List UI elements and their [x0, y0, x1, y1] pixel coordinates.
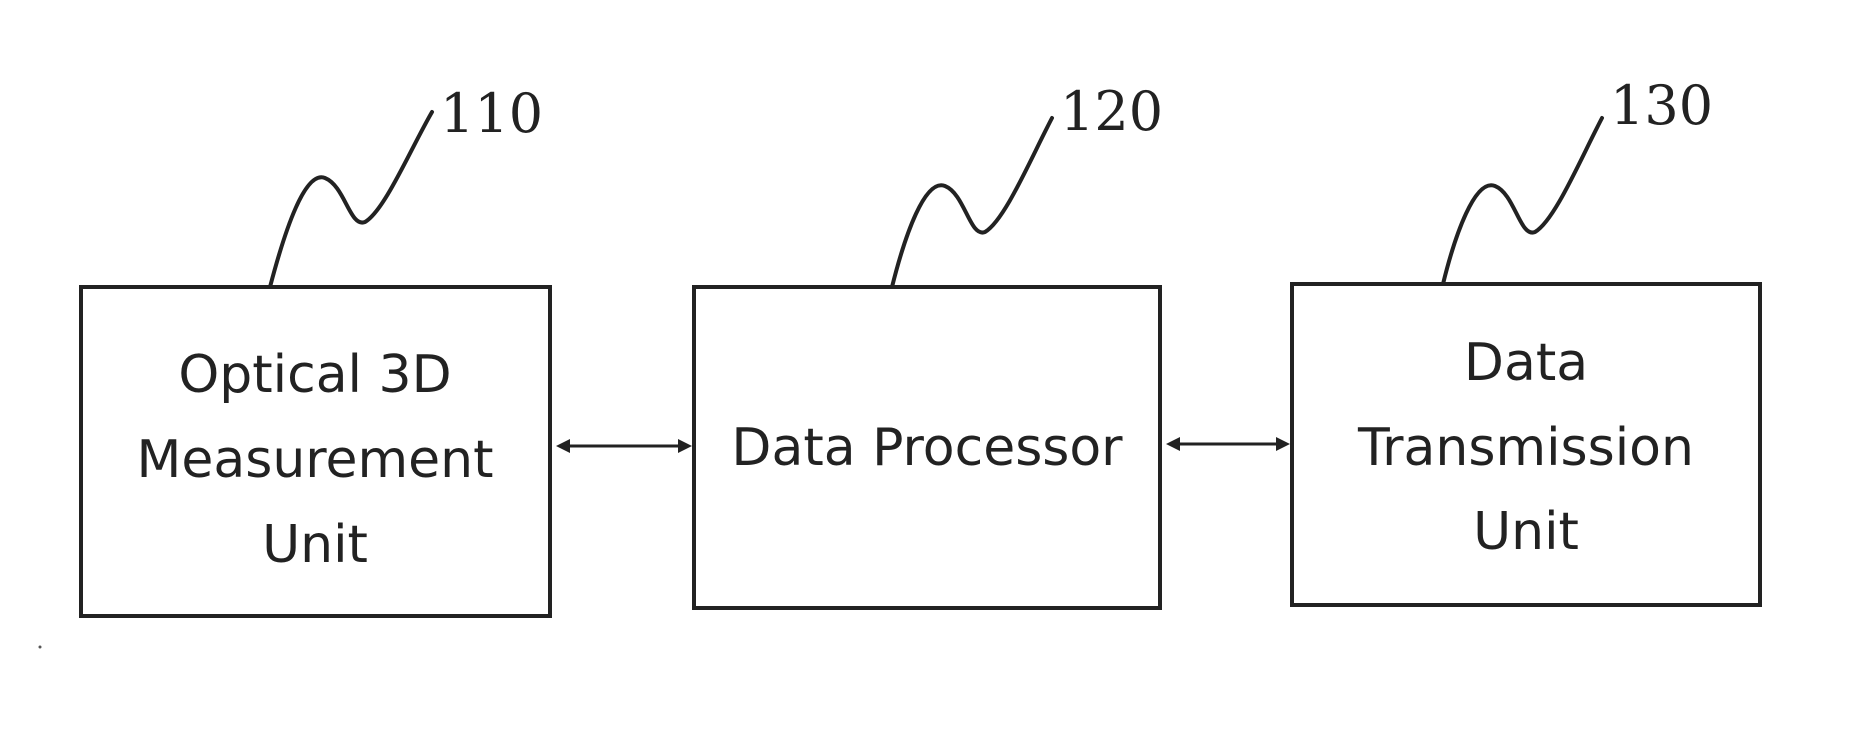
reference-numeral-110: 110: [440, 82, 543, 145]
leader-line-110: [270, 112, 432, 287]
arrowhead-right-icon: [678, 439, 692, 453]
block-120-line-1: Data Processor: [731, 418, 1123, 478]
arrowhead-left-icon: [1166, 437, 1180, 451]
block-optical-3d-measurement-unit: Optical 3D Measurement Unit: [81, 287, 550, 616]
block-110-line-3: Unit: [262, 515, 368, 575]
block-110-line-1: Optical 3D: [178, 345, 451, 405]
block-130-line-1: Data: [1464, 333, 1588, 393]
block-130-line-2: Transmission: [1357, 418, 1694, 478]
arrowhead-left-icon: [556, 439, 570, 453]
stray-dot: [39, 646, 42, 649]
arrowhead-right-icon: [1276, 437, 1290, 451]
block-data-transmission-unit: Data Transmission Unit: [1292, 284, 1760, 605]
connector-120-130: [1166, 437, 1290, 451]
block-110-line-2: Measurement: [137, 430, 494, 490]
reference-numeral-130: 130: [1610, 74, 1713, 137]
reference-numeral-120: 120: [1060, 80, 1163, 143]
block-data-processor: Data Processor: [694, 287, 1160, 608]
connector-110-120: [556, 439, 692, 453]
leader-line-130: [1443, 118, 1602, 284]
block-130-line-3: Unit: [1473, 502, 1579, 562]
leader-line-120: [892, 118, 1052, 287]
